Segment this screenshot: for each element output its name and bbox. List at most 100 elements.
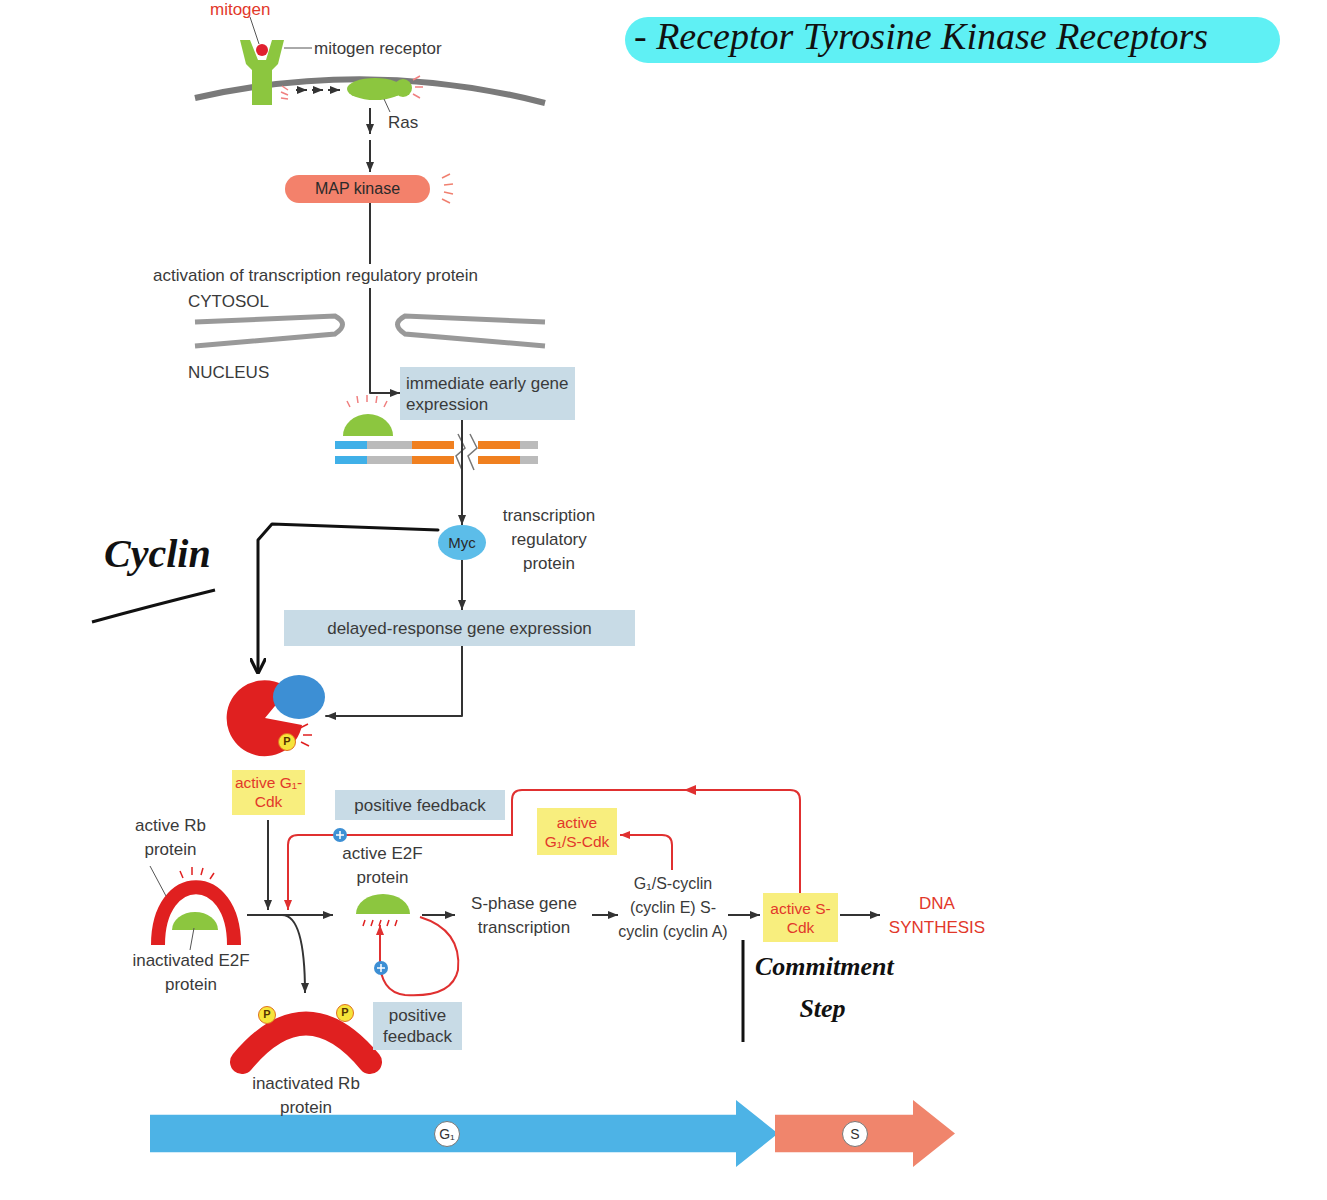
band-arrow-shape (150, 1100, 778, 1167)
band-arrow (150, 1100, 778, 1167)
plus-symbol (374, 961, 388, 975)
rb-protein (158, 887, 234, 945)
complex-box: active G₁/S-Cdk (537, 808, 617, 855)
dna-strand (367, 441, 412, 449)
nuclear-envelope (398, 316, 546, 346)
arrow-connector (461, 560, 463, 610)
part-label: inactivated E2F protein (132, 949, 250, 997)
activity-rays (413, 76, 423, 98)
node-text: delayed-response gene expression (327, 618, 592, 639)
feedback-line (380, 917, 458, 995)
node-text: active G₁/S-Cdk (537, 813, 617, 851)
feedback-box: positive feedback (335, 790, 505, 820)
phase-letter: G₁ (434, 1121, 460, 1147)
arrow (422, 914, 455, 916)
dna-strand (520, 456, 538, 464)
arrow (328, 89, 340, 91)
outcome-label: DNA SYNTHESIS (882, 892, 992, 940)
arrow (312, 89, 323, 91)
phosphate-marker: P (258, 1006, 276, 1024)
arrow (728, 914, 760, 916)
plus-symbol (336, 831, 344, 839)
complex-node: active G₁-Cdk (228, 672, 326, 815)
band-arrow-shape (775, 1100, 955, 1167)
dna-break (456, 434, 477, 470)
feedback-line (620, 835, 672, 870)
dna-strand (367, 456, 412, 464)
leader-line (384, 99, 390, 112)
arrow (282, 915, 305, 993)
part-label: inactivated Rb protein (230, 1072, 382, 1120)
arrow (592, 914, 618, 916)
cyclin-shape (273, 675, 325, 719)
phase-letter: S (842, 1121, 868, 1147)
e2f-protein (356, 894, 410, 914)
arrow-connector (258, 524, 438, 672)
arrowhead (684, 785, 696, 795)
node-text: immediate early gene expression (406, 373, 569, 415)
leader-line (250, 17, 259, 44)
ras-shape (394, 79, 412, 97)
dna-strand (412, 441, 454, 449)
node-text: Myc (448, 534, 476, 551)
handwritten-underline (92, 590, 215, 622)
part-label: mitogen receptor (314, 37, 442, 61)
dna-strand (335, 456, 367, 464)
receptor-shape (240, 40, 284, 105)
process-box: immediate early gene expression (400, 367, 575, 420)
diagram-title: - Receptor Tyrosine Kinase Receptors (634, 12, 1208, 60)
feedback-line (288, 790, 800, 910)
node-text: active G₁-Cdk (232, 770, 305, 815)
node-text: active S-Cdk (763, 899, 838, 937)
leader-line (284, 48, 312, 49)
protein-ellipse: Myc (438, 525, 486, 560)
commitment-line (742, 940, 745, 1042)
nuclear-envelope (195, 316, 343, 346)
arrow (296, 89, 307, 91)
leader-line (150, 866, 166, 896)
arrow (840, 914, 880, 916)
dna-strand (412, 456, 454, 464)
cyclin-list: G₁/S-cyclin (cyclin E) S-cyclin (cyclin … (618, 872, 728, 944)
activity-rays (442, 174, 453, 203)
activity-rays (281, 86, 288, 99)
arrow (267, 820, 269, 910)
e2f-protein (172, 912, 218, 930)
arrow-connector (370, 203, 400, 393)
activity-rays (347, 395, 387, 407)
arrow-connector (461, 420, 463, 525)
plus-symbol (377, 964, 385, 972)
complex-box: active S-Cdk (763, 893, 838, 942)
arrow-connector (326, 646, 462, 716)
leader-line (190, 928, 194, 950)
dna-strand (478, 441, 520, 449)
activity-rays (180, 867, 214, 879)
dna-strand (335, 441, 367, 449)
arrow (369, 108, 371, 134)
step-label: S-phase gene transcription (458, 892, 590, 940)
region-label: CYTOSOL (188, 290, 269, 314)
arrow (369, 140, 371, 172)
kinase-pill: MAP kinase (285, 175, 430, 203)
node-text: positive feedback (379, 1005, 456, 1047)
part-label: Ras (388, 111, 418, 135)
phase-band: G₁ (150, 1100, 778, 1167)
part-label: transcription regulatory protein (485, 504, 613, 576)
process-box: delayed-response gene expression (284, 610, 635, 646)
region-label: NUCLEUS (188, 361, 269, 385)
rb-protein (242, 1024, 370, 1063)
dna-strand (520, 441, 538, 449)
phosphate-marker: P (336, 1004, 354, 1022)
plus-symbol (333, 828, 347, 842)
step-label: activation of transcription regulatory p… (150, 264, 481, 288)
feedback-box: positive feedback (373, 1002, 462, 1050)
dna-strand (478, 456, 520, 464)
phase-band: S (775, 1100, 955, 1167)
part-label: active E2F protein (330, 842, 435, 890)
arrow (247, 914, 333, 916)
node-text: positive feedback (354, 795, 485, 816)
transcription-factor (343, 414, 393, 436)
signal-label: mitogen (210, 0, 270, 22)
